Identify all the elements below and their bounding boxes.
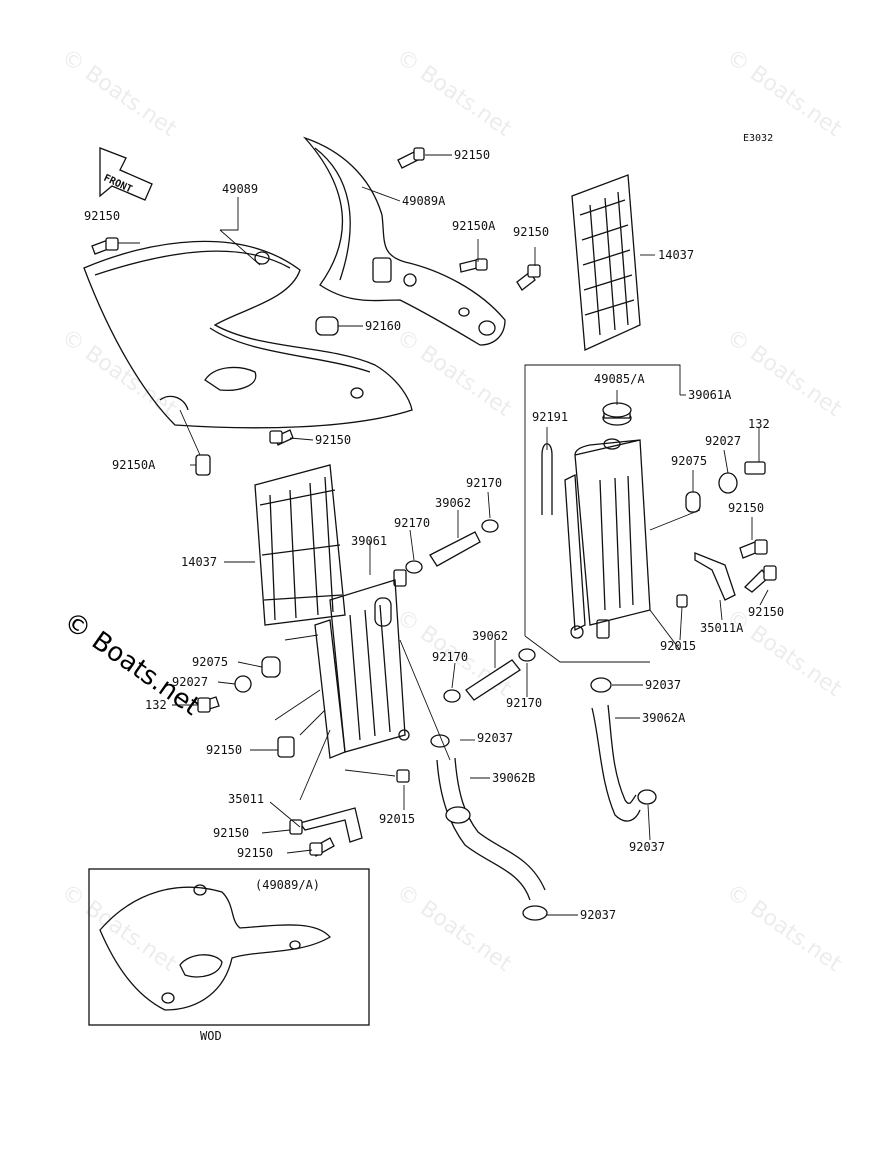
radiator-cap-49085a [602,402,632,426]
grommet-92160 [315,316,339,336]
hose-39062a [590,677,657,822]
radiator-louver-right [571,174,641,351]
label-49085a: 49085/A [594,372,645,386]
label-92170: 92170 [466,476,502,490]
label-92150: 92150 [513,225,549,239]
label-92150: 92150 [206,743,242,757]
label-35011a: 35011A [700,621,744,635]
label-92027: 92027 [172,675,208,689]
inset-title: (49089/A) [255,878,320,892]
label-92037: 92037 [580,908,616,922]
label-92150: 92150 [454,148,490,162]
label-92150a: 92150A [112,458,156,472]
label-92015: 92015 [379,812,415,826]
label-14037: 14037 [181,555,217,569]
label-92150: 92150 [213,826,249,840]
hose-39062-lower [443,648,536,703]
radiator-guard-49089a [302,136,506,346]
inset-caption: WOD [200,1029,222,1043]
label-39061: 39061 [351,534,387,548]
watermark-text: © Boats.net [722,44,847,142]
label-92150: 92150 [748,605,784,619]
inset-panel-49089a [88,868,370,1026]
watermark-text: © Boats.net [722,324,847,422]
label-39061a: 39061A [688,388,732,402]
label-39062: 39062 [435,496,471,510]
watermark-text: © Boats.net [57,44,182,142]
watermark-text: © Boats.net [722,879,847,977]
label-39062b: 39062B [492,771,535,785]
watermark-text: © Boats.net [57,879,182,977]
front-arrow-icon: FRONT [99,147,153,201]
label-132: 132 [145,698,167,712]
diagram-code: E3032 [743,133,773,144]
right-side-hardware [676,461,777,608]
label-92037: 92037 [645,678,681,692]
label-92191: 92191 [532,410,568,424]
label-92037: 92037 [629,840,665,854]
label-49089: 49089 [222,182,258,196]
label-49089a: 49089A [402,194,446,208]
left-side-hardware [197,656,450,857]
leader-lines [118,154,769,916]
label-92150: 92150 [237,846,273,860]
label-92150: 92150 [728,501,764,515]
label-39062: 39062 [472,629,508,643]
radiator-right-box [524,364,681,636]
watermark-text: © Boats.net [57,324,182,422]
label-35011: 35011 [228,792,264,806]
label-92170: 92170 [394,516,430,530]
radiator-shroud-left [83,240,413,429]
label-92170: 92170 [506,696,542,710]
label-132: 132 [748,417,770,431]
label-92150a: 92150A [452,219,496,233]
label-92170: 92170 [432,650,468,664]
watermark-text: © Boats.net [392,879,517,977]
hose-39062-upper [405,519,499,574]
hose-39062b [436,757,548,921]
label-92160: 92160 [365,319,401,333]
label-92037: 92037 [477,731,513,745]
radiator-left-39061 [314,569,410,759]
inset-shroud-drawing [99,884,332,1011]
radiator-louver-left [254,464,346,626]
watermark-text: © Boats.net [392,44,517,142]
label-39062a: 39062A [642,711,686,725]
label-92027: 92027 [705,434,741,448]
breather-hose-92191 [541,443,553,515]
label-92015: 92015 [660,639,696,653]
label-14037: 14037 [658,248,694,262]
label-92075: 92075 [192,655,228,669]
radiator-right-39061a [564,438,651,639]
side-watermark: © Boats.net [58,606,205,722]
label-92150: 92150 [84,209,120,223]
label-92150: 92150 [315,433,351,447]
label-92075: 92075 [671,454,707,468]
part-labels: 92150 49089A 92150A 92150 14037 49089 92… [84,148,784,922]
watermark-text: © Boats.net [722,604,847,702]
